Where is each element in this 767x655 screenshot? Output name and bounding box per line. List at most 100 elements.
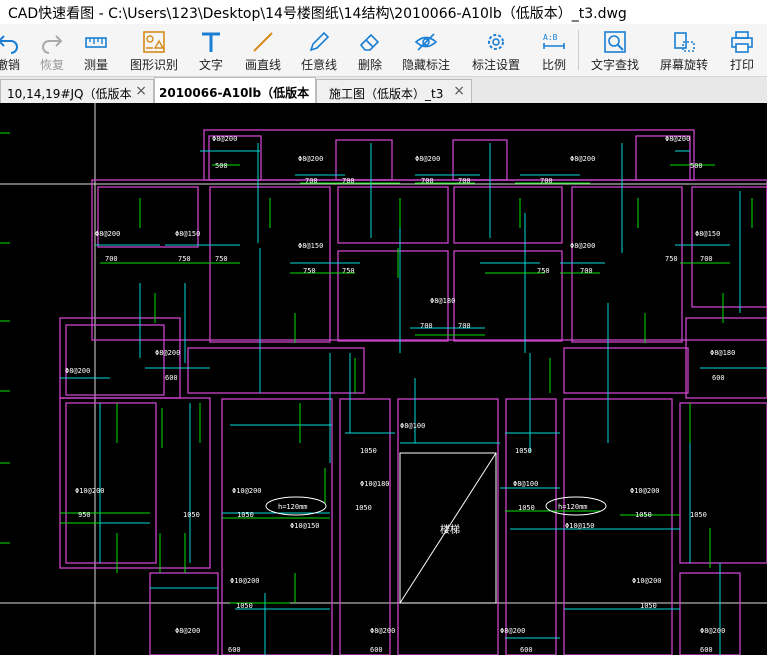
dimension-label: 1050 bbox=[236, 602, 253, 610]
dimension-lines bbox=[60, 164, 753, 604]
rebar-label: Φ8@200 bbox=[665, 135, 690, 143]
cad-drawing: Φ8@200 Φ8@200 Φ8@200 Φ8@200 Φ8@200 500 5… bbox=[0, 103, 767, 655]
find-text-button[interactable]: 文字查找 bbox=[586, 24, 644, 76]
walls bbox=[59, 129, 767, 655]
dimension-label: 1050 bbox=[690, 511, 707, 519]
rebar-label: Φ8@200 bbox=[298, 155, 323, 163]
annot-settings-button[interactable]: 标注设置 bbox=[466, 24, 526, 76]
search-text-icon bbox=[604, 31, 626, 53]
text-button[interactable]: 文字 bbox=[190, 24, 232, 76]
rebar-label: Φ8@150 bbox=[298, 242, 323, 250]
rebar-label: Φ10@200 bbox=[630, 487, 660, 495]
text-icon bbox=[202, 32, 220, 52]
shape-recognize-icon bbox=[143, 31, 165, 53]
undo-icon bbox=[0, 35, 18, 54]
gear-pen-icon bbox=[488, 34, 504, 50]
svg-text:A:B: A:B bbox=[543, 33, 558, 42]
rebar-label: Φ8@200 bbox=[95, 230, 120, 238]
stair-label: 楼梯 bbox=[440, 523, 460, 536]
rebar-label: Φ8@200 bbox=[155, 349, 180, 357]
axis-ticks bbox=[0, 132, 10, 544]
tab-jq-drawing[interactable]: 10,14,19#JQ（低版本… × bbox=[0, 79, 154, 103]
rebar-label: Φ10@150 bbox=[290, 522, 320, 530]
dimension-label: 750 bbox=[303, 267, 316, 275]
dimension-label: 600 bbox=[165, 374, 178, 382]
dimension-label: 700 bbox=[540, 177, 553, 185]
dimension-label: 600 bbox=[520, 646, 533, 654]
line-label: 画直线 bbox=[244, 58, 281, 72]
rebar-label: Φ8@200 bbox=[212, 135, 237, 143]
scale-icon: A:B bbox=[543, 33, 565, 49]
rebar-label: Φ8@150 bbox=[175, 230, 200, 238]
undo-button[interactable]: 撤销 bbox=[0, 24, 30, 76]
slab-thickness: h=120mm bbox=[278, 503, 308, 511]
find-text-label: 文字查找 bbox=[590, 58, 639, 72]
tab-close-icon[interactable]: × bbox=[453, 83, 465, 99]
dimension-label: 1050 bbox=[355, 504, 372, 512]
measure-label: 测量 bbox=[83, 58, 108, 72]
freeline-label: 任意线 bbox=[300, 58, 337, 72]
dimension-label: 1050 bbox=[635, 511, 652, 519]
tab-label: 2010066-A10lb（低版本 bbox=[159, 86, 309, 100]
tab-current-drawing[interactable]: 2010066-A10lb（低版本 bbox=[154, 77, 316, 103]
freeline-button[interactable]: 任意线 bbox=[296, 24, 342, 76]
undo-label: 撤销 bbox=[0, 58, 20, 72]
dimension-label: 700 bbox=[700, 255, 713, 263]
rebar-label: Φ8@200 bbox=[370, 627, 395, 635]
hide-annot-button[interactable]: 隐藏标注 bbox=[398, 24, 454, 76]
rebar-label: Φ8@180 bbox=[710, 349, 735, 357]
dimension-label: 700 bbox=[458, 177, 471, 185]
hide-annot-label: 隐藏标注 bbox=[401, 58, 450, 72]
text-label: 文字 bbox=[198, 58, 223, 72]
scale-label: 比例 bbox=[541, 58, 566, 72]
rebar-label: Φ8@200 bbox=[175, 627, 200, 635]
rotate-screen-icon bbox=[674, 32, 695, 52]
dimension-label: 700 bbox=[580, 267, 593, 275]
dimension-label: 600 bbox=[712, 374, 725, 382]
rebar-label: Φ8@200 bbox=[570, 242, 595, 250]
dimension-label: 700 bbox=[305, 177, 318, 185]
redo-button[interactable]: 恢复 bbox=[30, 24, 74, 76]
document-tab-bar: 10,14,19#JQ（低版本… × 2010066-A10lb（低版本 施工图… bbox=[0, 77, 767, 104]
erase-label: 删除 bbox=[357, 58, 382, 72]
tab-construction-drawing[interactable]: 施工图（低版本）_t3 × bbox=[316, 79, 472, 103]
dimension-label: 750 bbox=[537, 267, 550, 275]
drawing-canvas[interactable]: Φ8@200 Φ8@200 Φ8@200 Φ8@200 Φ8@200 500 5… bbox=[0, 103, 767, 655]
dimension-label: 1050 bbox=[183, 511, 200, 519]
annot-settings-label: 标注设置 bbox=[471, 58, 520, 72]
tab-label: 10,14,19#JQ（低版本… bbox=[7, 87, 133, 101]
eye-off-icon bbox=[414, 33, 438, 51]
line-button[interactable]: 画直线 bbox=[240, 24, 286, 76]
print-label: 打印 bbox=[729, 58, 754, 72]
rebar-label: Φ8@180 bbox=[430, 297, 455, 305]
dimension-label: 600 bbox=[370, 646, 383, 654]
rebar-label: Φ10@200 bbox=[75, 487, 105, 495]
rebar-label: Φ8@100 bbox=[400, 422, 425, 430]
dimension-label: 700 bbox=[458, 322, 471, 330]
pencil-icon bbox=[309, 31, 330, 52]
rebar-label: Φ10@200 bbox=[230, 577, 260, 585]
rotate-button[interactable]: 屏幕旋转 bbox=[654, 24, 714, 76]
dimension-label: 750 bbox=[665, 255, 678, 263]
erase-button[interactable]: 删除 bbox=[350, 24, 390, 76]
rebar-label: Φ10@200 bbox=[632, 577, 662, 585]
ruler-icon bbox=[85, 37, 107, 48]
measure-button[interactable]: 测量 bbox=[74, 24, 118, 76]
dimension-label: 600 bbox=[700, 646, 713, 654]
dimension-label: 750 bbox=[342, 267, 355, 275]
dimension-label: 700 bbox=[421, 177, 434, 185]
dimension-label: 1050 bbox=[515, 447, 532, 455]
recognize-button[interactable]: 图形识别 bbox=[124, 24, 184, 76]
dimension-label: 1050 bbox=[640, 602, 657, 610]
dimension-label: 950 bbox=[78, 511, 91, 519]
rebar-label: Φ8@200 bbox=[415, 155, 440, 163]
scale-button[interactable]: A:B 比例 bbox=[534, 24, 574, 76]
toolbar-divider bbox=[578, 30, 579, 70]
rebar-label: Φ8@200 bbox=[500, 627, 525, 635]
rebar-label: Φ10@150 bbox=[565, 522, 595, 530]
tab-close-icon[interactable]: × bbox=[135, 83, 147, 99]
rebar-label: Φ8@100 bbox=[513, 480, 538, 488]
line-icon bbox=[253, 32, 273, 52]
axis-lines bbox=[0, 103, 767, 655]
print-button[interactable]: 打印 bbox=[722, 24, 762, 76]
